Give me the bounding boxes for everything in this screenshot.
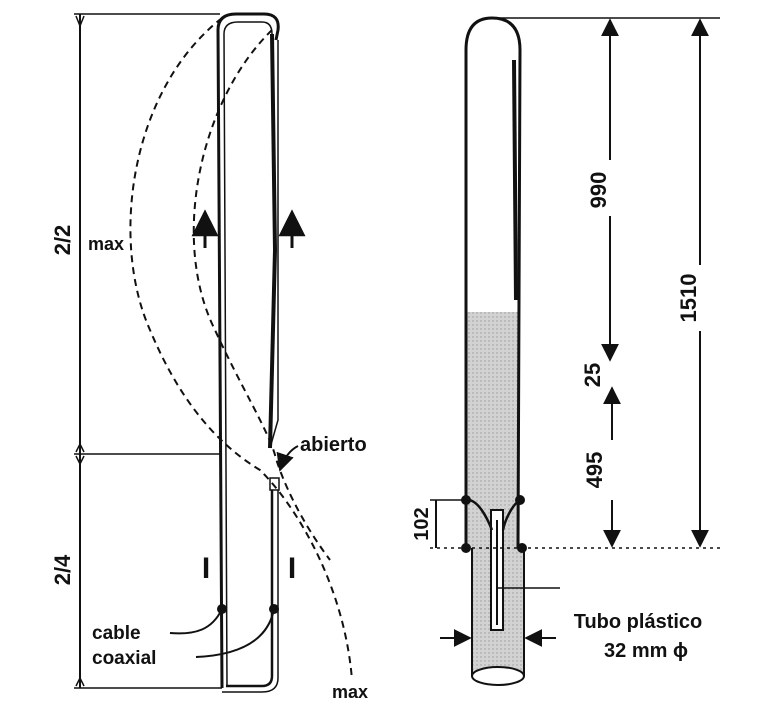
cable-label: cable	[92, 623, 141, 644]
current-curve-outer	[129, 17, 353, 681]
current-curve-inner	[192, 29, 331, 561]
dim-1510-label: 1510	[676, 274, 701, 323]
dim-990-label: 990	[586, 172, 611, 209]
outer-rod	[216, 12, 280, 689]
left-dim-tick-bottom	[75, 676, 85, 687]
dim-990-gap	[592, 160, 618, 216]
max-label-bottom: max	[332, 682, 368, 702]
left-dim-tick-mid-b	[75, 455, 85, 466]
inner-conductor-edge	[269, 40, 279, 449]
tube-label-line2: 32 mm ϕ	[604, 640, 688, 662]
open-end-label: abierto	[300, 434, 367, 456]
dim-1510-gap	[682, 265, 708, 331]
tube-bottom-opening	[471, 666, 525, 686]
tube-label-line1: Tubo plástico	[574, 611, 703, 633]
current-marker-left: I	[202, 552, 210, 585]
coaxial-label: coaxial	[92, 648, 156, 669]
right-figure: 102 990 25 495 1510 Tubo plástico 32 mm …	[411, 16, 720, 686]
max-label-top: max	[88, 234, 124, 254]
dim-upper-label: 2/2	[50, 225, 75, 256]
dim-102-label: 102	[411, 507, 433, 540]
lower-stub-edge	[222, 484, 279, 693]
dim-495-gap	[594, 440, 620, 500]
upper-tube-conductor	[512, 59, 518, 301]
coax-leader	[195, 608, 275, 658]
cable-leader	[169, 608, 223, 635]
dim-495-label: 495	[582, 452, 607, 489]
tube-filled-section	[466, 312, 518, 548]
open-end-pointer	[276, 445, 299, 472]
left-dim-tick-mid-a	[75, 442, 85, 453]
junction-upper-right	[515, 495, 525, 505]
outer-rod-inner-edge	[223, 21, 273, 687]
current-marker-right: I	[288, 552, 296, 585]
lower-stub	[226, 488, 274, 688]
stub-open-end	[269, 477, 280, 491]
left-figure: 2/2 2/4 I I max max abierto cable coaxia…	[50, 12, 368, 702]
dim-lower-label: 2/4	[50, 554, 75, 585]
dim-25-label: 25	[580, 363, 605, 387]
left-dim-tick-top	[75, 15, 85, 29]
inner-conductor-upper	[268, 33, 278, 449]
